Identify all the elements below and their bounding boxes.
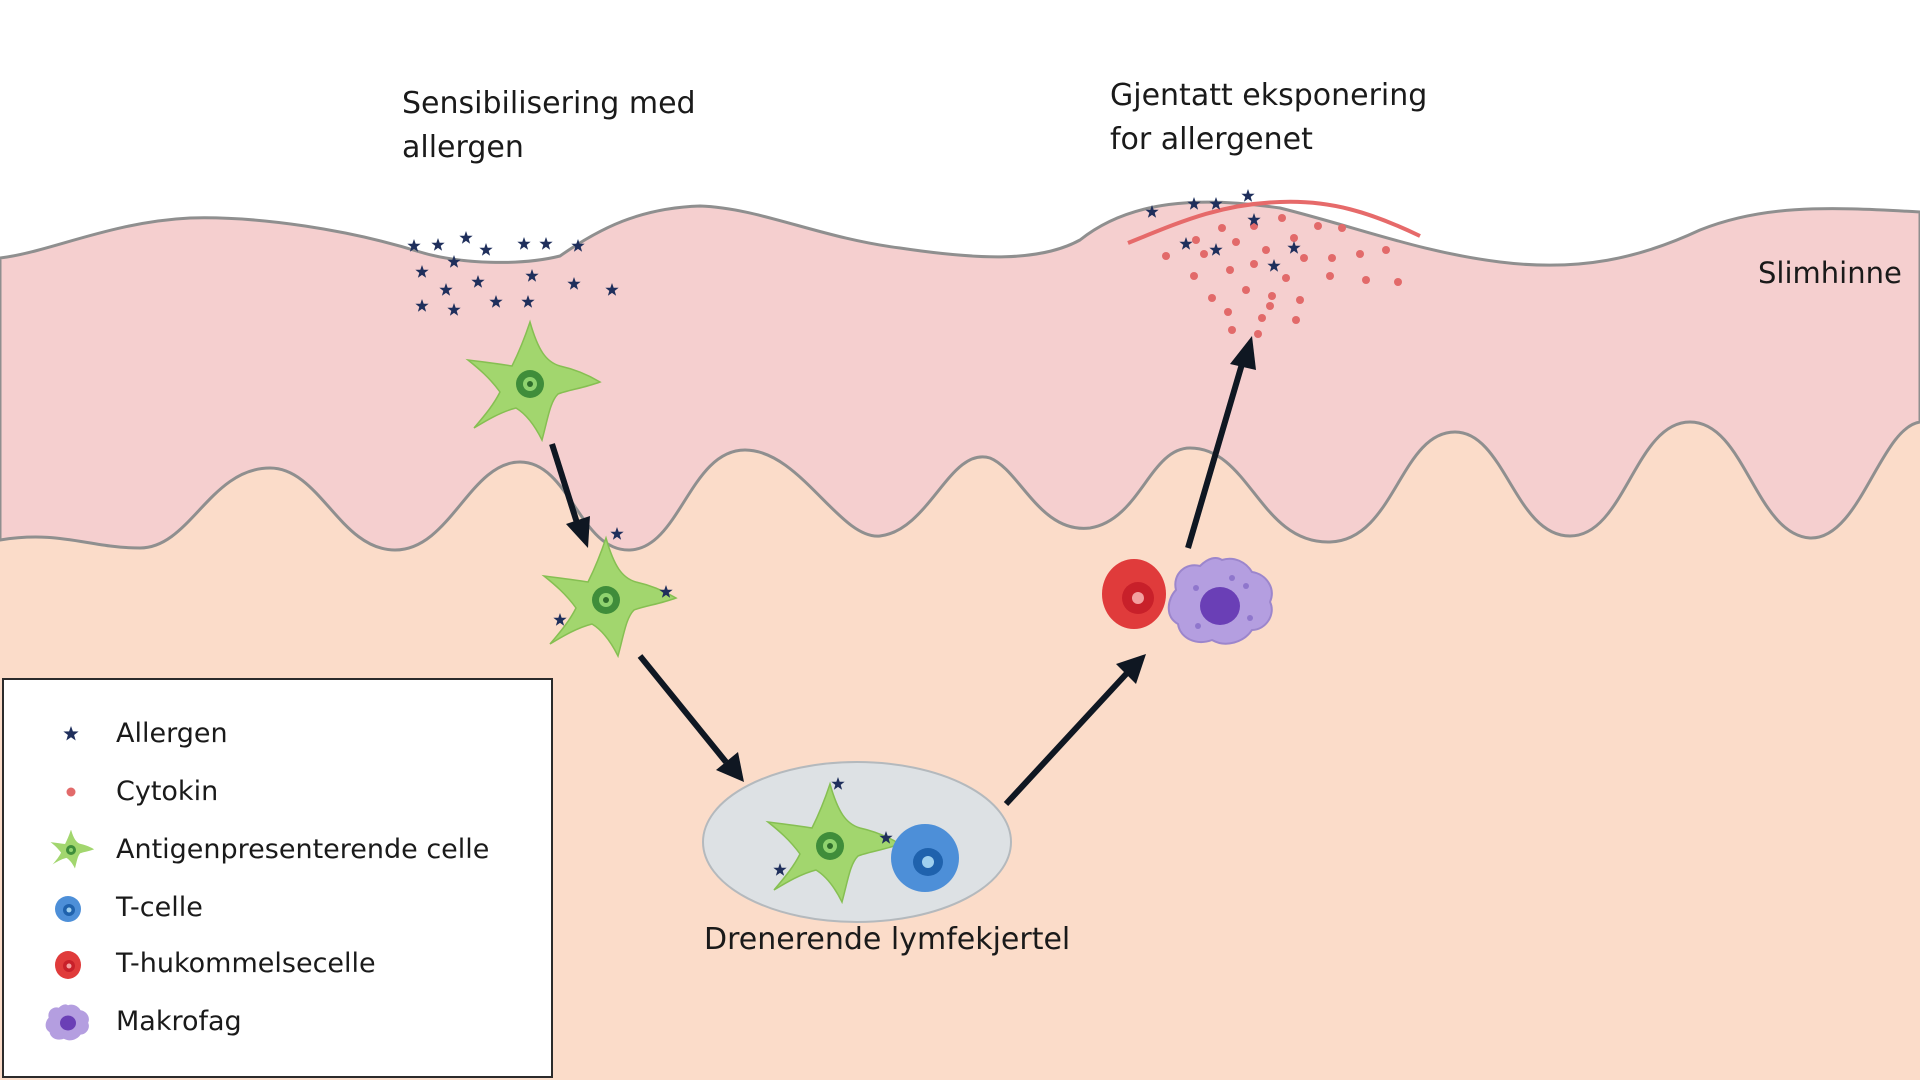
arrow-to-memory-cell bbox=[1116, 654, 1146, 684]
dendritic-cell-icon bbox=[50, 830, 95, 869]
legend-label: T-celle bbox=[116, 892, 203, 923]
arrow-to-reexposure bbox=[1230, 336, 1256, 370]
process-arrows bbox=[549, 336, 1256, 807]
inflamed-surface bbox=[1127, 199, 1421, 245]
legend-item-macrophage: Makrofag bbox=[4, 1002, 551, 1042]
t-cell-icon bbox=[55, 896, 81, 922]
sensitization-label-line1: Sensibilisering med bbox=[402, 86, 696, 121]
macrophage-icon bbox=[45, 1004, 89, 1041]
legend-label: Cytokin bbox=[116, 776, 219, 807]
dot-icon bbox=[66, 787, 76, 797]
legend-item-allergen: Allergen bbox=[4, 714, 551, 754]
arrow-to-migration bbox=[566, 516, 590, 548]
memory-t-cell bbox=[1102, 559, 1166, 629]
sky bbox=[0, 0, 1920, 266]
star-icon bbox=[63, 726, 79, 741]
reexposure-label-line2: for allergenet bbox=[1110, 122, 1313, 157]
reexposure-label: Gjentatt eksponering for allergenet bbox=[1110, 74, 1427, 162]
memory-t-cell-icon bbox=[55, 951, 81, 979]
macrophage bbox=[1167, 557, 1273, 645]
reexposure-label-line1: Gjentatt eksponering bbox=[1110, 78, 1428, 113]
legend-item-memory-t-cell: T-hukommelsecelle bbox=[4, 944, 551, 984]
legend-item-t-cell: T-celle bbox=[4, 888, 551, 928]
legend-item-apc: Antigenpresenterende celle bbox=[4, 830, 551, 870]
lymph-node-label: Drenerende lymfekjertel bbox=[704, 922, 1071, 957]
legend-label: Makrofag bbox=[116, 1006, 242, 1037]
cytokine-cluster bbox=[1162, 214, 1402, 338]
t-cell-lymph-node bbox=[891, 824, 959, 892]
arrow-to-lymph-node bbox=[716, 752, 744, 782]
sensitization-label-line2: allergen bbox=[402, 130, 524, 165]
legend-label: T-hukommelsecelle bbox=[116, 948, 376, 979]
legend-item-cytokin: Cytokin bbox=[4, 772, 551, 812]
mucosa-label: Slimhinne bbox=[1758, 256, 1902, 290]
sensitization-label: Sensibilisering med allergen bbox=[402, 82, 696, 170]
legend-label: Antigenpresenterende celle bbox=[116, 834, 490, 865]
legend: Allergen Cytokin Antigenpresenterende ce… bbox=[2, 678, 553, 1078]
legend-label: Allergen bbox=[116, 718, 228, 749]
